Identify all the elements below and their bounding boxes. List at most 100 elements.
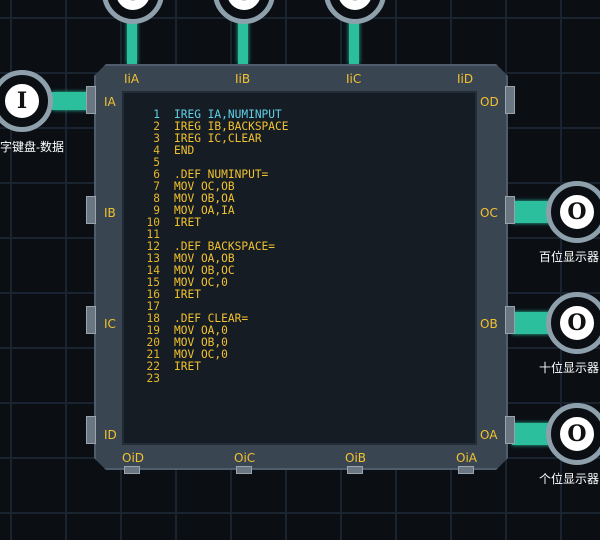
wire-output-3 — [512, 423, 552, 445]
port-label-top-iic: IiC — [346, 72, 362, 86]
output-symbol-icon: O — [113, 0, 153, 13]
output-symbol-icon: O — [557, 303, 597, 343]
port-stub-right-2[interactable] — [505, 196, 515, 224]
port-stub-bottom-2[interactable] — [236, 466, 252, 474]
line-text: MOV OA,0 — [174, 324, 228, 337]
port-stub-left-2[interactable] — [86, 196, 96, 224]
line-text: IRET — [174, 216, 201, 229]
output-node-ones-label: 个位显示器 — [539, 472, 600, 486]
line-number: 15 — [146, 276, 160, 289]
line-number: 19 — [146, 324, 160, 337]
output-symbol-icon: O — [557, 414, 597, 454]
code-line: 5 — [142, 157, 289, 169]
output-node-hundreds[interactable]: O — [546, 181, 600, 243]
output-node-ones[interactable]: O — [546, 403, 600, 465]
code-editor[interactable] — [122, 91, 477, 445]
port-label-top-iib: IiB — [235, 72, 251, 86]
code-line: 10 IRET — [142, 217, 289, 229]
port-stub-right-1[interactable] — [505, 86, 515, 114]
port-stub-left-1[interactable] — [86, 86, 96, 114]
line-text: MOV OA,OB — [174, 252, 235, 265]
port-stub-bottom-3[interactable] — [347, 466, 363, 474]
port-stub-right-4[interactable] — [505, 416, 515, 444]
code-line: 21 MOV OC,0 — [142, 349, 289, 361]
output-symbol-icon: O — [557, 192, 597, 232]
line-text: MOV OB,OC — [174, 264, 235, 277]
line-number: 5 — [153, 156, 160, 169]
line-text: IREG IB,BACKSPACE — [174, 120, 289, 133]
code-line: 13 MOV OA,OB — [142, 253, 289, 265]
line-text: IRET — [174, 288, 201, 301]
line-text: MOV OA,IA — [174, 204, 235, 217]
line-number: 20 — [146, 336, 160, 349]
port-label-left-ic: IC — [104, 317, 116, 331]
wire-output-2 — [512, 312, 552, 334]
port-label-top-iid: IiD — [457, 72, 474, 86]
line-number: 16 — [146, 288, 160, 301]
line-number: 9 — [153, 204, 160, 217]
line-text: IRET — [174, 360, 201, 373]
code-line: 12 .DEF BACKSPACE= — [142, 241, 289, 253]
line-text: MOV OB,OA — [174, 192, 235, 205]
wire-input — [52, 92, 92, 110]
line-text: END — [174, 144, 195, 157]
top-node-2[interactable]: O — [213, 0, 275, 24]
line-number: 13 — [146, 252, 160, 265]
port-label-left-ib: IB — [104, 206, 116, 220]
line-number: 22 — [146, 360, 160, 373]
port-stub-right-3[interactable] — [505, 306, 515, 334]
line-number: 17 — [146, 300, 160, 313]
line-number: 12 — [146, 240, 160, 253]
output-node-tens-label: 十位显示器 — [539, 361, 600, 375]
top-node-3[interactable]: O — [324, 0, 386, 24]
port-label-bottom-oid: OiD — [122, 451, 145, 465]
port-label-left-id: ID — [104, 428, 117, 442]
wire-top-2 — [238, 18, 248, 64]
port-label-bottom-oic: OiC — [234, 451, 256, 465]
port-stub-bottom-4[interactable] — [458, 466, 474, 474]
port-label-right-oa: OA — [480, 428, 498, 442]
port-label-right-oc: OC — [480, 206, 498, 220]
line-text: IREG IA,NUMINPUT — [174, 108, 282, 121]
line-number: 11 — [146, 228, 160, 241]
input-node-label: 字键盘-数据 — [0, 140, 64, 154]
line-text: MOV OC,0 — [174, 276, 228, 289]
line-text: .DEF BACKSPACE= — [174, 240, 276, 253]
wire-top-3 — [349, 18, 359, 64]
code-line: 15 MOV OC,0 — [142, 277, 289, 289]
line-number: 3 — [153, 132, 160, 145]
line-number: 23 — [146, 372, 160, 385]
top-node-1[interactable]: O — [102, 0, 164, 24]
line-text: MOV OC,0 — [174, 348, 228, 361]
code-line: 23 — [142, 373, 289, 385]
port-stub-left-3[interactable] — [86, 306, 96, 334]
output-node-tens[interactable]: O — [546, 292, 600, 354]
line-number: 6 — [153, 168, 160, 181]
port-label-right-ob: OB — [480, 317, 498, 331]
code-line: 11 — [142, 229, 289, 241]
input-node[interactable]: I — [0, 70, 53, 132]
port-label-bottom-oib: OiB — [345, 451, 367, 465]
port-stub-left-4[interactable] — [86, 416, 96, 444]
port-stub-bottom-1[interactable] — [124, 466, 140, 474]
input-symbol-icon: I — [2, 81, 42, 121]
code-line: 9 MOV OA,IA — [142, 205, 289, 217]
output-node-hundreds-label: 百位显示器 — [539, 250, 600, 264]
wire-output-1 — [512, 201, 552, 223]
code-line: 19 MOV OA,0 — [142, 325, 289, 337]
code-line: 3 IREG IC,CLEAR — [142, 133, 289, 145]
line-text: IREG IC,CLEAR — [174, 132, 262, 145]
code-line: 18.DEF CLEAR= — [142, 313, 289, 325]
line-text: MOV OC,OB — [174, 180, 235, 193]
line-text: MOV OB,0 — [174, 336, 228, 349]
line-number: 2 — [153, 120, 160, 133]
wire-top-1 — [127, 18, 137, 64]
line-number: 10 — [146, 216, 160, 229]
output-symbol-icon: O — [224, 0, 264, 13]
line-number: 21 — [146, 348, 160, 361]
